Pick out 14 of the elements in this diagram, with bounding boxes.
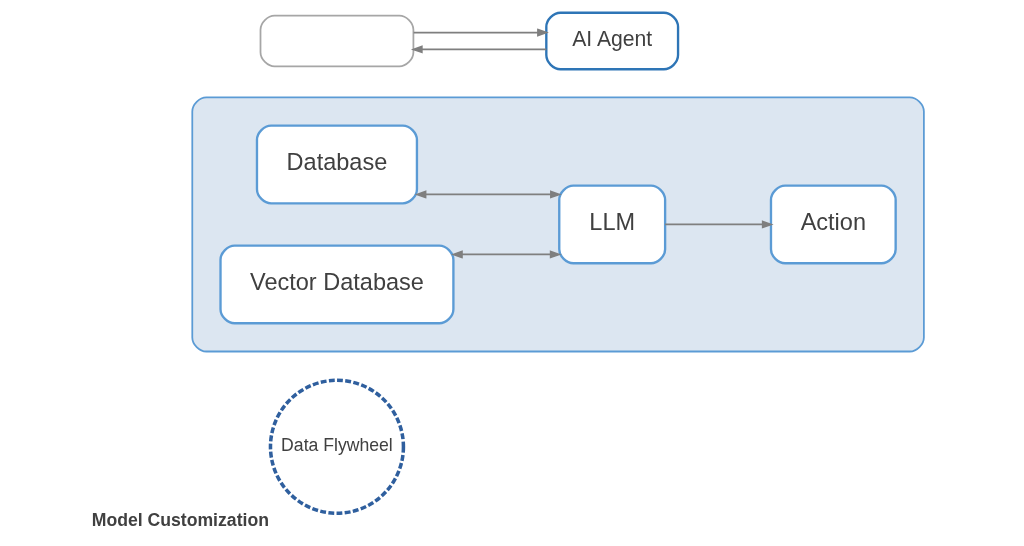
node-box: Action: [769, 184, 897, 265]
node-box: Vector Database: [218, 244, 455, 325]
node-label: Model Customization: [91, 510, 269, 531]
cluster: [190, 96, 925, 353]
node-box: AI Agent: [544, 11, 679, 71]
arrow: [450, 250, 562, 259]
arrow: [414, 190, 562, 199]
node-box: LLM: [557, 184, 666, 265]
node-box: Database: [255, 124, 418, 205]
node-circle: Data Flywheel: [268, 378, 405, 516]
node-box: [259, 14, 414, 68]
arrow: [410, 45, 547, 54]
arrow: [412, 28, 549, 37]
arrow: [663, 220, 774, 229]
